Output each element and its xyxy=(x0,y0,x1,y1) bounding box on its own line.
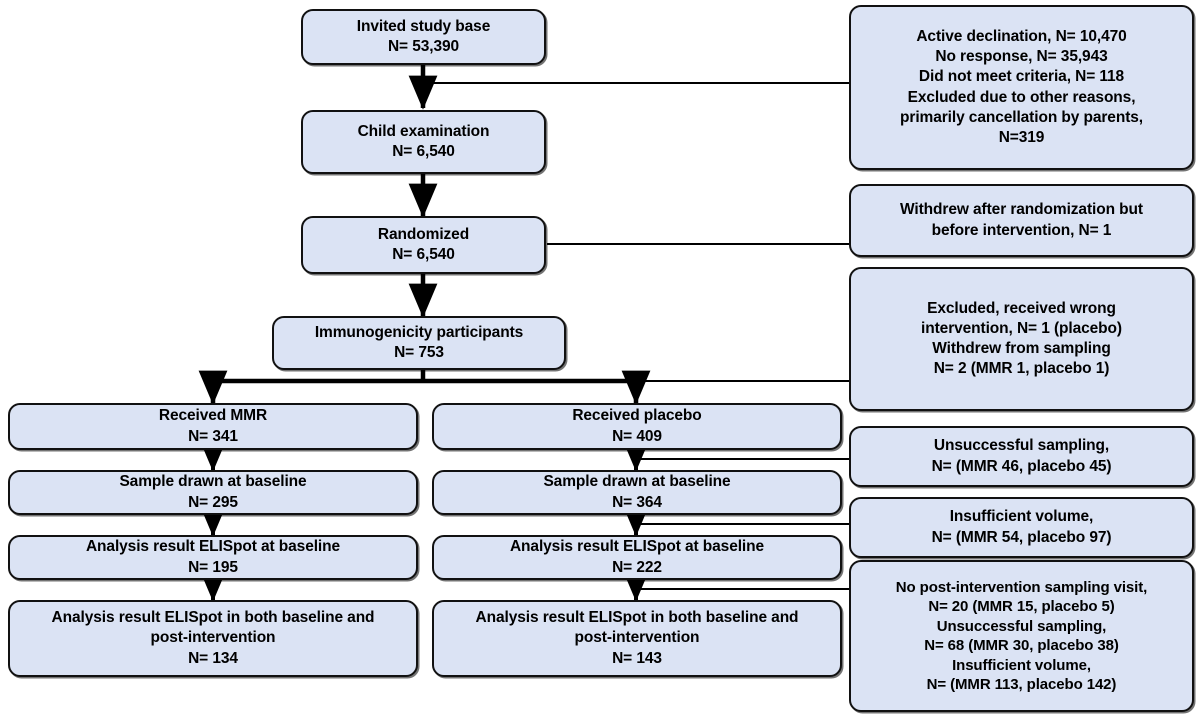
node-line: N= 195 xyxy=(188,558,238,576)
node-child-examination[interactable]: Child examination N= 6,540 xyxy=(301,110,546,174)
node-line: Analysis result ELISpot in both baseline… xyxy=(51,609,375,627)
node-received-mmr[interactable]: Received MMR N= 341 xyxy=(8,403,418,450)
node-line: Active declination, N= 10,470 xyxy=(916,28,1127,46)
node-line: Unsuccessful sampling, xyxy=(936,617,1107,635)
node-exclusion-unsuccessful-sampling[interactable]: Unsuccessful sampling, N= (MMR 46, place… xyxy=(849,426,1194,487)
node-line: N= 364 xyxy=(612,493,662,511)
node-line: Received placebo xyxy=(572,407,702,425)
node-line: Received MMR xyxy=(158,407,268,425)
node-exclusion-post-randomization[interactable]: Withdrew after randomization but before … xyxy=(849,184,1194,257)
node-line: Randomized xyxy=(377,225,470,243)
node-invited-study-base[interactable]: Invited study base N= 53,390 xyxy=(301,9,546,65)
node-line: N= (MMR 113, placebo 142) xyxy=(926,676,1117,693)
node-mmr-elispot-both[interactable]: Analysis result ELISpot in both baseline… xyxy=(8,600,418,677)
node-line: Sample drawn at baseline xyxy=(119,473,307,491)
node-line: Excluded, received wrong xyxy=(927,299,1116,317)
node-line: N= (MMR 54, placebo 97) xyxy=(931,528,1112,546)
node-randomized[interactable]: Randomized N= 6,540 xyxy=(301,216,546,274)
node-line: Did not meet criteria, N= 118 xyxy=(918,68,1125,86)
node-line: primarily cancellation by parents, xyxy=(900,108,1143,126)
node-line: Unsuccessful sampling, xyxy=(933,437,1110,455)
node-placebo-elispot-both[interactable]: Analysis result ELISpot in both baseline… xyxy=(432,600,842,677)
node-line: Withdrew after randomization but xyxy=(900,201,1143,219)
node-line: Invited study base xyxy=(356,17,491,35)
node-line: N=319 xyxy=(998,128,1045,146)
node-line: No post-intervention sampling visit, xyxy=(895,578,1148,596)
node-exclusion-post-intervention-losses[interactable]: No post-intervention sampling visit, N= … xyxy=(849,560,1194,712)
node-line: N= 68 (MMR 30, placebo 38) xyxy=(924,637,1119,654)
node-line: N= 409 xyxy=(612,427,662,445)
node-placebo-elispot-baseline[interactable]: Analysis result ELISpot at baseline N= 2… xyxy=(432,535,842,580)
node-line: N= 143 xyxy=(612,649,662,667)
node-exclusion-wrong-intervention[interactable]: Excluded, received wrong intervention, N… xyxy=(849,267,1194,411)
node-line: Immunogenicity participants xyxy=(314,323,524,341)
node-line: Excluded due to other reasons, xyxy=(907,88,1136,106)
node-line: Insufficient volume, xyxy=(952,656,1091,674)
node-mmr-elispot-baseline[interactable]: Analysis result ELISpot at baseline N= 1… xyxy=(8,535,418,580)
node-immunogenicity-participants[interactable]: Immunogenicity participants N= 753 xyxy=(272,316,566,370)
node-line: Child examination xyxy=(357,122,490,140)
node-line: Insufficient volume, xyxy=(949,508,1094,526)
node-line: N= 2 (MMR 1, placebo 1) xyxy=(933,360,1110,378)
node-line: Analysis result ELISpot at baseline xyxy=(85,538,341,556)
node-received-placebo[interactable]: Received placebo N= 409 xyxy=(432,403,842,450)
node-line: Sample drawn at baseline xyxy=(543,473,731,491)
node-line: N= (MMR 46, placebo 45) xyxy=(931,457,1112,475)
node-line: N= 753 xyxy=(394,344,444,361)
node-line: before intervention, N= 1 xyxy=(931,221,1112,239)
node-exclusion-insufficient-volume[interactable]: Insufficient volume, N= (MMR 54, placebo… xyxy=(849,497,1194,558)
node-line: post-intervention xyxy=(150,629,276,647)
node-line: N= 6,540 xyxy=(392,143,455,160)
node-line: Analysis result ELISpot at baseline xyxy=(509,538,765,556)
node-line: N= 341 xyxy=(188,427,238,445)
node-mmr-sample-drawn-baseline[interactable]: Sample drawn at baseline N= 295 xyxy=(8,470,418,515)
node-placebo-sample-drawn-baseline[interactable]: Sample drawn at baseline N= 364 xyxy=(432,470,842,515)
node-line: N= 134 xyxy=(188,649,238,667)
node-line: Withdrew from sampling xyxy=(932,340,1111,357)
node-line: N= 53,390 xyxy=(387,38,460,55)
node-line: N= 20 (MMR 15, placebo 5) xyxy=(928,598,1115,615)
node-line: post-intervention xyxy=(574,629,700,647)
node-line: intervention, N= 1 (placebo) xyxy=(921,319,1122,337)
node-line: No response, N= 35,943 xyxy=(935,48,1108,66)
node-line: Analysis result ELISpot in both baseline… xyxy=(475,609,799,627)
node-exclusion-screening[interactable]: Active declination, N= 10,470 No respons… xyxy=(849,5,1194,170)
node-line: N= 222 xyxy=(612,558,662,576)
node-line: N= 295 xyxy=(188,493,238,511)
node-line: N= 6,540 xyxy=(392,246,455,263)
